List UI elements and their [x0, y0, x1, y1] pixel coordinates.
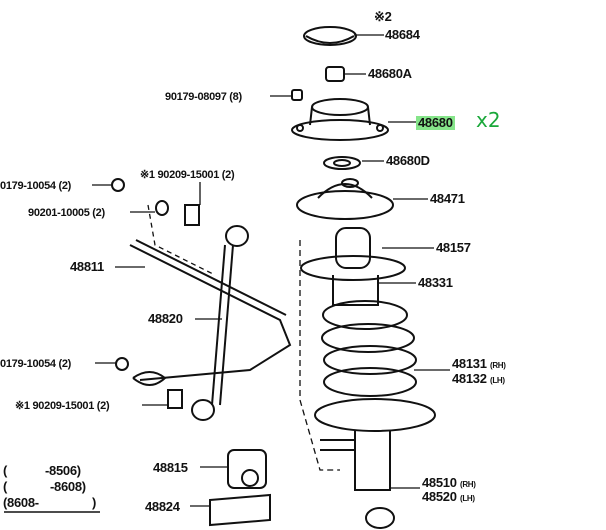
- part-label-48157: 48157: [436, 240, 471, 255]
- date-range-from: (: [3, 479, 8, 494]
- coil-spring-48131: [321, 300, 417, 397]
- nut-48680A: [325, 66, 345, 82]
- nut-top: [111, 178, 125, 192]
- stabilizer-bar-48811: [129, 239, 292, 381]
- part-label-90179-10054-bottom: 0179-10054 (2): [0, 358, 72, 370]
- nut-90179-08097: [291, 89, 303, 101]
- part-label-48680-highlighted: 48680: [416, 115, 455, 130]
- side-lh: (LH): [459, 494, 475, 503]
- date-range-from: (: [3, 463, 8, 478]
- bumper-48157: [300, 227, 406, 281]
- handwritten-x2-annotation: x2: [476, 108, 501, 132]
- part-label-48824: 48824: [145, 499, 180, 514]
- dust-cap-48684: [303, 26, 357, 46]
- part-number: 48510: [422, 475, 457, 490]
- part-label-90179-10054-top: 0179-10054 (2): [0, 180, 72, 192]
- part-label-48471: 48471: [430, 191, 465, 206]
- part-number: 48131: [452, 356, 487, 371]
- part-label-48815: 48815: [153, 460, 188, 475]
- bracket-bottom: [132, 371, 167, 386]
- part-label-48680D: 48680D: [386, 153, 430, 168]
- part-number: 48520: [422, 489, 457, 504]
- part-label-48510: 48510 (RH): [422, 476, 476, 492]
- bearing-48680D: [323, 156, 361, 170]
- part-label-48131: 48131 (RH): [452, 357, 506, 373]
- bracket-48824: [209, 493, 271, 527]
- part-label-48680A: 48680A: [368, 66, 412, 81]
- part-label-90201-10005: 90201-10005 (2): [28, 207, 105, 219]
- suspension-support-48680: [291, 98, 389, 141]
- part-label-48331: 48331: [418, 275, 453, 290]
- note-marker-2: ※2: [374, 9, 392, 24]
- part-label-48820: 48820: [148, 311, 183, 326]
- part-label-90209-15001-bottom: ※1 90209-15001 (2): [15, 400, 110, 412]
- nut-bottom: [115, 357, 129, 371]
- date-range-from: (8608-: [3, 495, 39, 510]
- part-label-90179-08097: 90179-08097 (8): [165, 91, 242, 103]
- bracket-top: [184, 204, 200, 226]
- side-rh: (RH): [489, 361, 506, 370]
- side-rh: (RH): [459, 480, 476, 489]
- upper-seat-48471: [296, 178, 394, 220]
- clip-bottom: [167, 389, 183, 409]
- part-label-48520: 48520 (LH): [422, 490, 475, 506]
- date-range-to: ): [92, 495, 97, 510]
- bushing-48815: [227, 449, 267, 489]
- part-label-48684: 48684: [385, 27, 420, 42]
- part-label-90209-15001-top: ※1 90209-15001 (2): [140, 169, 235, 181]
- part-label-48811: 48811: [70, 259, 104, 274]
- date-range-to: -8608): [50, 479, 86, 494]
- boot-48331: [332, 275, 379, 306]
- part-label-48132: 48132 (LH): [452, 372, 505, 388]
- part-number: 48132: [452, 371, 487, 386]
- link-48820: [191, 225, 249, 421]
- side-lh: (LH): [489, 376, 505, 385]
- washer-top: [155, 200, 169, 216]
- date-range-to: -8506): [45, 463, 81, 478]
- shock-absorber-48510: [314, 398, 436, 529]
